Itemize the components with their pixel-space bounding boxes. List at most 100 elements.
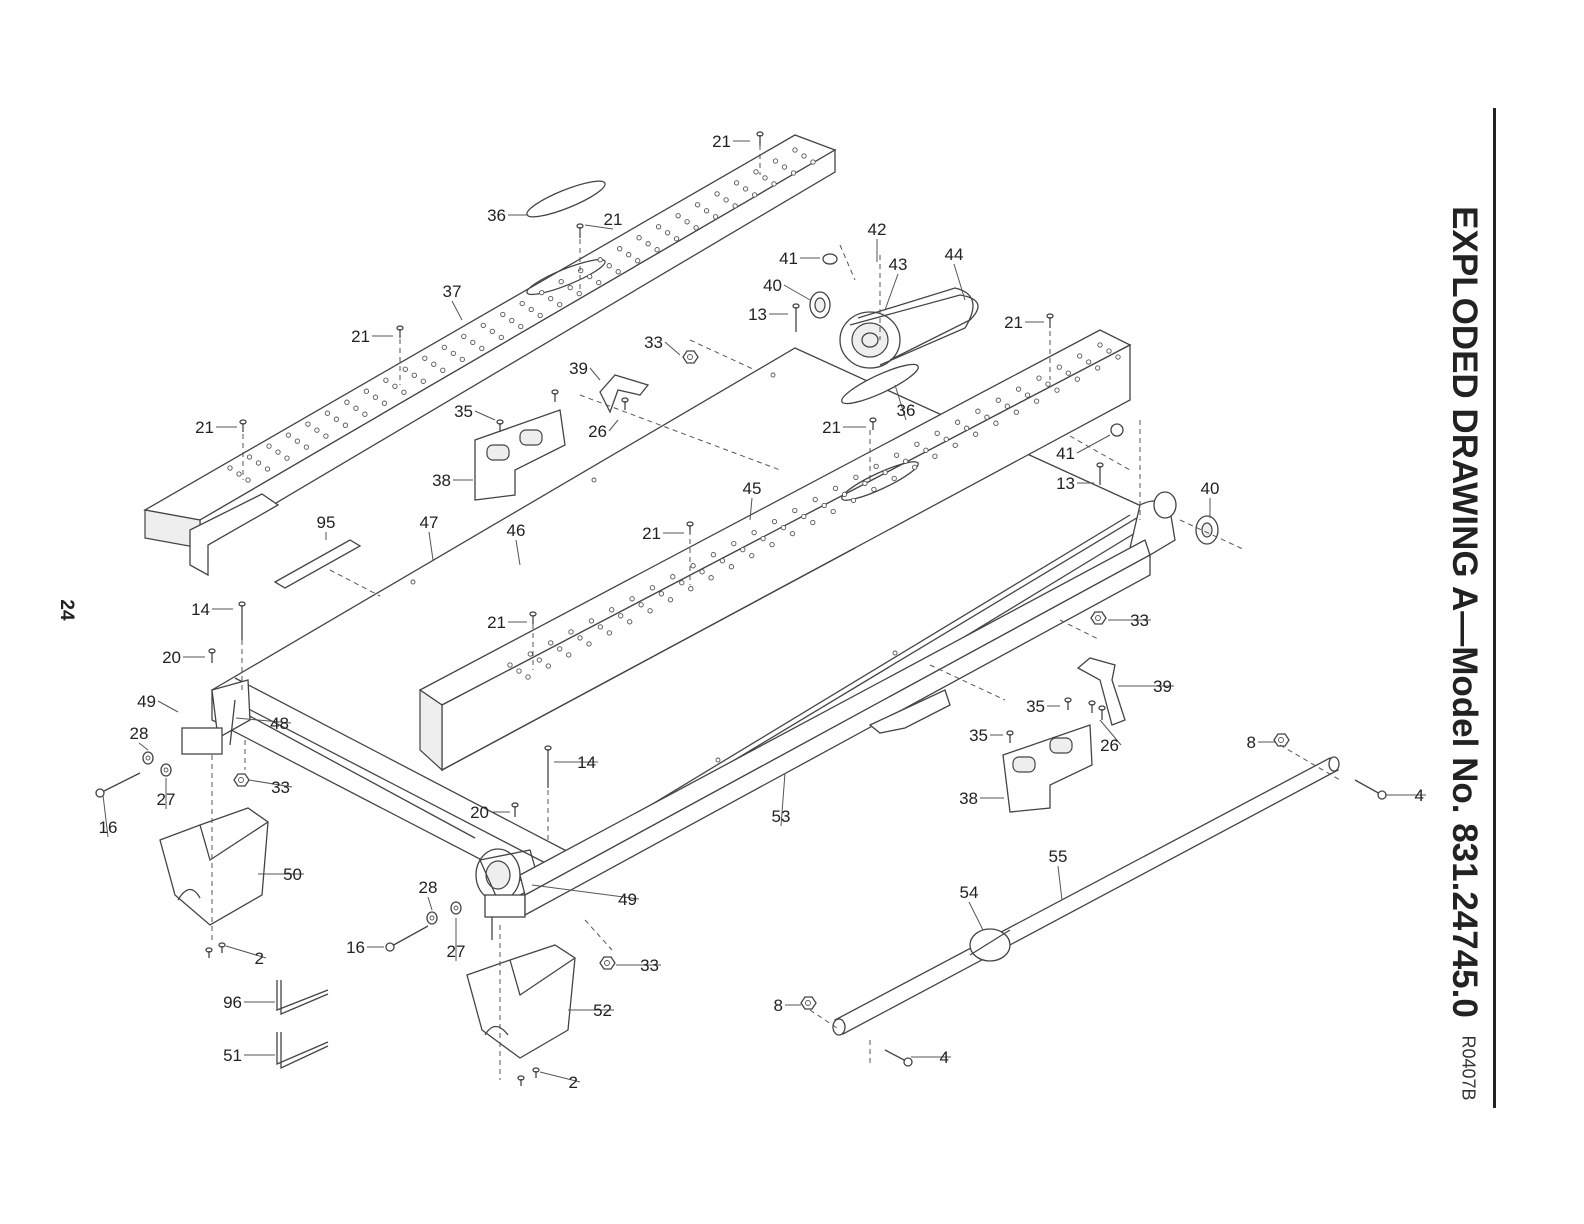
callout-14: 14 xyxy=(191,600,233,619)
leader-line xyxy=(968,901,984,931)
callout-16: 16 xyxy=(99,794,117,838)
callout-label: 27 xyxy=(157,790,176,809)
bolt-4 xyxy=(884,1049,913,1067)
rail-hole xyxy=(1004,403,1010,409)
callout-label: 33 xyxy=(640,956,659,975)
rail-hole xyxy=(723,197,729,203)
rail-hole xyxy=(728,564,735,570)
wrench-51 xyxy=(276,1032,329,1070)
rail-hole xyxy=(587,273,593,280)
rail-hole xyxy=(893,452,900,458)
screw xyxy=(239,419,247,432)
rail-hole xyxy=(606,630,613,636)
callout-label: 46 xyxy=(507,521,526,540)
rail-hole xyxy=(557,646,563,652)
callout-label: 21 xyxy=(351,327,370,346)
callout-label: 21 xyxy=(604,210,623,229)
rail-hole xyxy=(527,651,533,657)
frame-53 xyxy=(519,539,1151,917)
rail-hole xyxy=(882,469,888,476)
rail-hole xyxy=(731,540,737,547)
callout-label: 8 xyxy=(774,996,783,1015)
rail-hole xyxy=(489,328,495,335)
callout-2: 2 xyxy=(539,1071,581,1092)
rail-hole xyxy=(649,585,656,591)
rail-hole xyxy=(853,474,859,481)
leader-line xyxy=(1057,865,1063,901)
rail-hole xyxy=(781,164,788,170)
callout-14: 14 xyxy=(554,753,598,772)
rail-hole xyxy=(751,529,757,536)
rail-hole xyxy=(545,663,551,669)
rail-hole xyxy=(431,361,437,367)
callout-label: 50 xyxy=(283,865,302,884)
callout-44: 44 xyxy=(945,245,966,301)
rail-hole xyxy=(636,235,642,241)
rail-hole xyxy=(629,596,635,602)
rail-hole xyxy=(772,158,779,164)
rail-hole xyxy=(952,442,958,448)
callout-21: 21 xyxy=(822,418,866,437)
rail-hole xyxy=(710,552,717,558)
rail-hole xyxy=(963,425,970,431)
callout-label: 14 xyxy=(191,600,210,619)
callout-label: 36 xyxy=(487,206,506,225)
callout-label: 26 xyxy=(588,422,607,441)
rail-hole xyxy=(789,530,796,537)
rail-hole xyxy=(500,311,506,318)
rail-hole xyxy=(732,203,738,209)
rail-hole xyxy=(245,477,251,483)
rail-hole xyxy=(519,300,525,307)
callout-label: 28 xyxy=(130,724,149,743)
rail-hole xyxy=(381,400,388,406)
callout-50: 50 xyxy=(258,865,304,884)
screw xyxy=(756,131,764,146)
rail-37-holes xyxy=(227,147,816,483)
rail-hole xyxy=(645,241,651,247)
callout-label: 8 xyxy=(1247,733,1256,752)
decal-95 xyxy=(273,539,362,589)
rail-hole xyxy=(363,388,370,394)
callout-53: 53 xyxy=(772,772,790,827)
rail-hole xyxy=(664,230,671,236)
leader-line xyxy=(428,531,434,561)
callout-label: 2 xyxy=(255,949,264,968)
callout-label: 95 xyxy=(317,513,336,532)
rail-hole xyxy=(236,471,242,477)
rail-hole xyxy=(708,575,714,581)
callout-label: 38 xyxy=(432,471,451,490)
rail-hole xyxy=(586,641,592,647)
callout-label: 21 xyxy=(642,524,661,543)
rail-hole xyxy=(1097,342,1103,348)
callout-20: 20 xyxy=(470,803,510,822)
callout-13: 13 xyxy=(748,305,788,324)
callout-21: 21 xyxy=(584,210,623,230)
rail-hole xyxy=(914,441,920,447)
callout-2: 2 xyxy=(225,945,267,968)
callout-41: 41 xyxy=(779,249,820,268)
edge-rule xyxy=(1493,108,1496,1108)
rail-hole xyxy=(792,507,798,514)
upright-39-right xyxy=(1076,657,1126,726)
leader-line xyxy=(608,419,619,432)
rail-hole xyxy=(577,635,583,641)
rail-hole xyxy=(305,421,311,427)
rail-hole xyxy=(470,339,476,346)
rail-hole xyxy=(812,496,818,503)
callout-label: 33 xyxy=(271,778,290,797)
callout-4: 4 xyxy=(911,1048,951,1067)
rail-hole xyxy=(303,444,310,450)
rail-hole xyxy=(567,284,573,291)
callout-label: 55 xyxy=(1049,847,1068,866)
callout-8: 8 xyxy=(774,996,801,1015)
callout-27: 27 xyxy=(157,778,176,809)
rail-hole xyxy=(1013,409,1019,415)
rail-hole xyxy=(525,674,531,680)
callout-21: 21 xyxy=(712,132,750,151)
rail-hole xyxy=(441,344,447,351)
leader-line xyxy=(584,224,614,230)
callout-21: 21 xyxy=(642,524,684,543)
rail-hole xyxy=(1086,359,1092,365)
rail-hole xyxy=(324,410,331,416)
callout-38: 38 xyxy=(959,789,1004,808)
